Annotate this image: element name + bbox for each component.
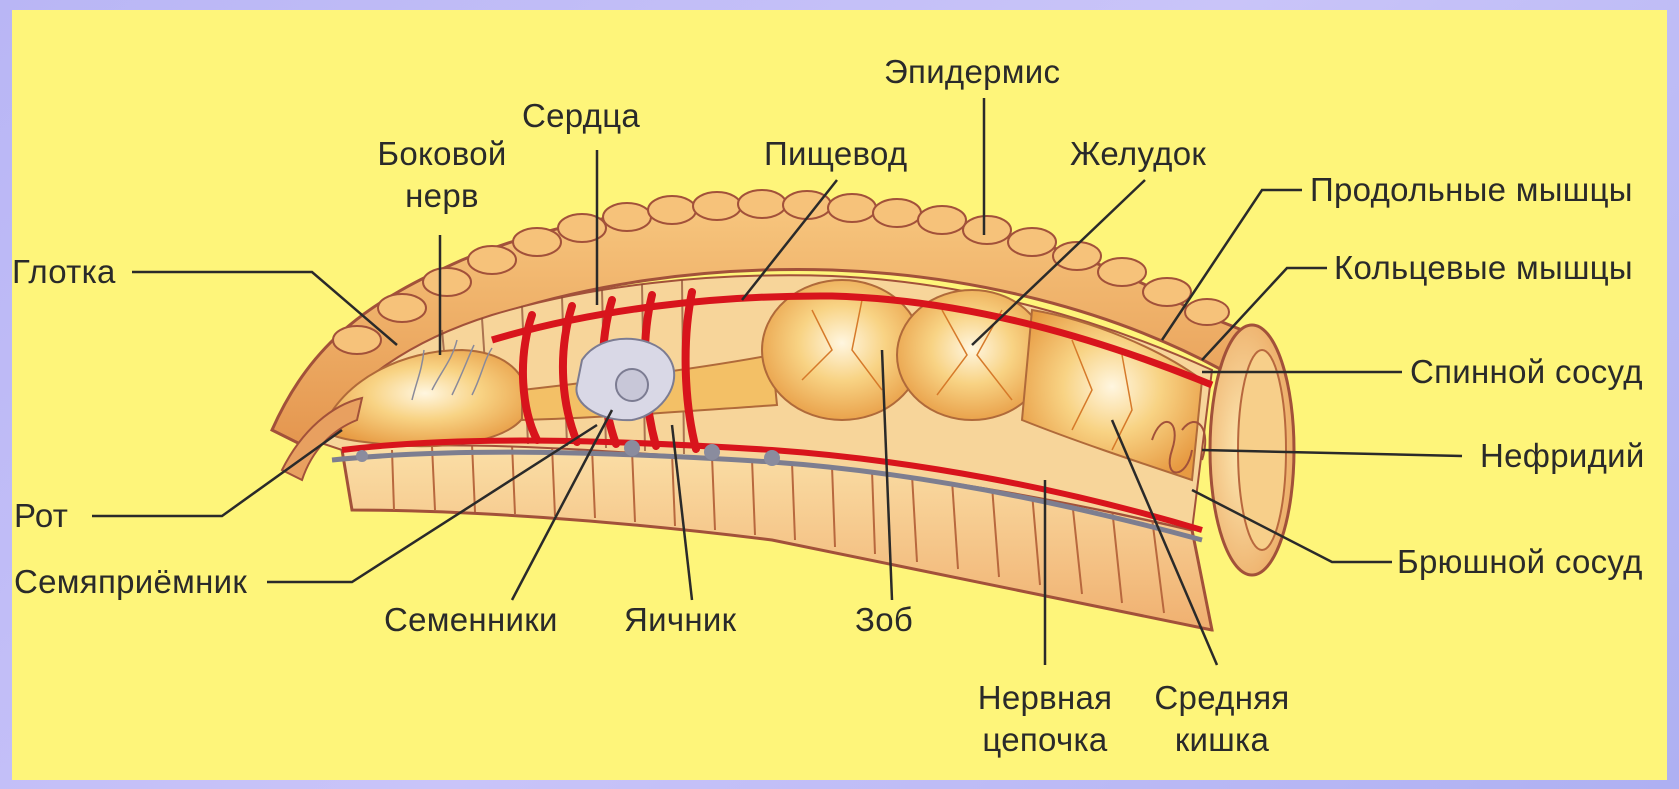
label-midgut-line1: Средняя <box>1147 678 1297 718</box>
label-nerve-cord-line1: Нервная <box>965 678 1125 718</box>
label-epidermis: Эпидермис <box>884 52 1060 92</box>
label-nephridium: Нефридий <box>1480 436 1645 476</box>
earthworm-diagram <box>12 10 1667 780</box>
label-midgut-line2: кишка <box>1147 720 1297 760</box>
testes-organ <box>616 369 648 401</box>
label-testes: Семенники <box>384 600 558 640</box>
label-ventral-vessel: Брюшной сосуд <box>1397 542 1643 582</box>
label-stomach: Желудок <box>1070 134 1206 174</box>
diagram-frame: Эпидермис Сердца Пищевод Желудок Боковой… <box>12 10 1667 780</box>
label-lateral-nerve-line1: Боковой <box>367 134 517 174</box>
label-dorsal-vessel: Спинной сосуд <box>1410 352 1643 392</box>
label-circular-muscles: Кольцевые мышцы <box>1334 248 1633 288</box>
label-esophagus: Пищевод <box>764 134 907 174</box>
label-nerve-cord-line2: цепочка <box>965 720 1125 760</box>
label-pharynx: Глотка <box>12 252 116 292</box>
label-crop: Зоб <box>855 600 913 640</box>
label-longitudinal-muscles: Продольные мышцы <box>1310 170 1633 210</box>
label-heart: Сердца <box>522 96 640 136</box>
label-lateral-nerve-line2: нерв <box>367 176 517 216</box>
label-ovary: Яичник <box>624 600 736 640</box>
label-mouth: Рот <box>14 496 68 536</box>
label-seminal-receptacle: Семяприёмник <box>14 562 247 602</box>
